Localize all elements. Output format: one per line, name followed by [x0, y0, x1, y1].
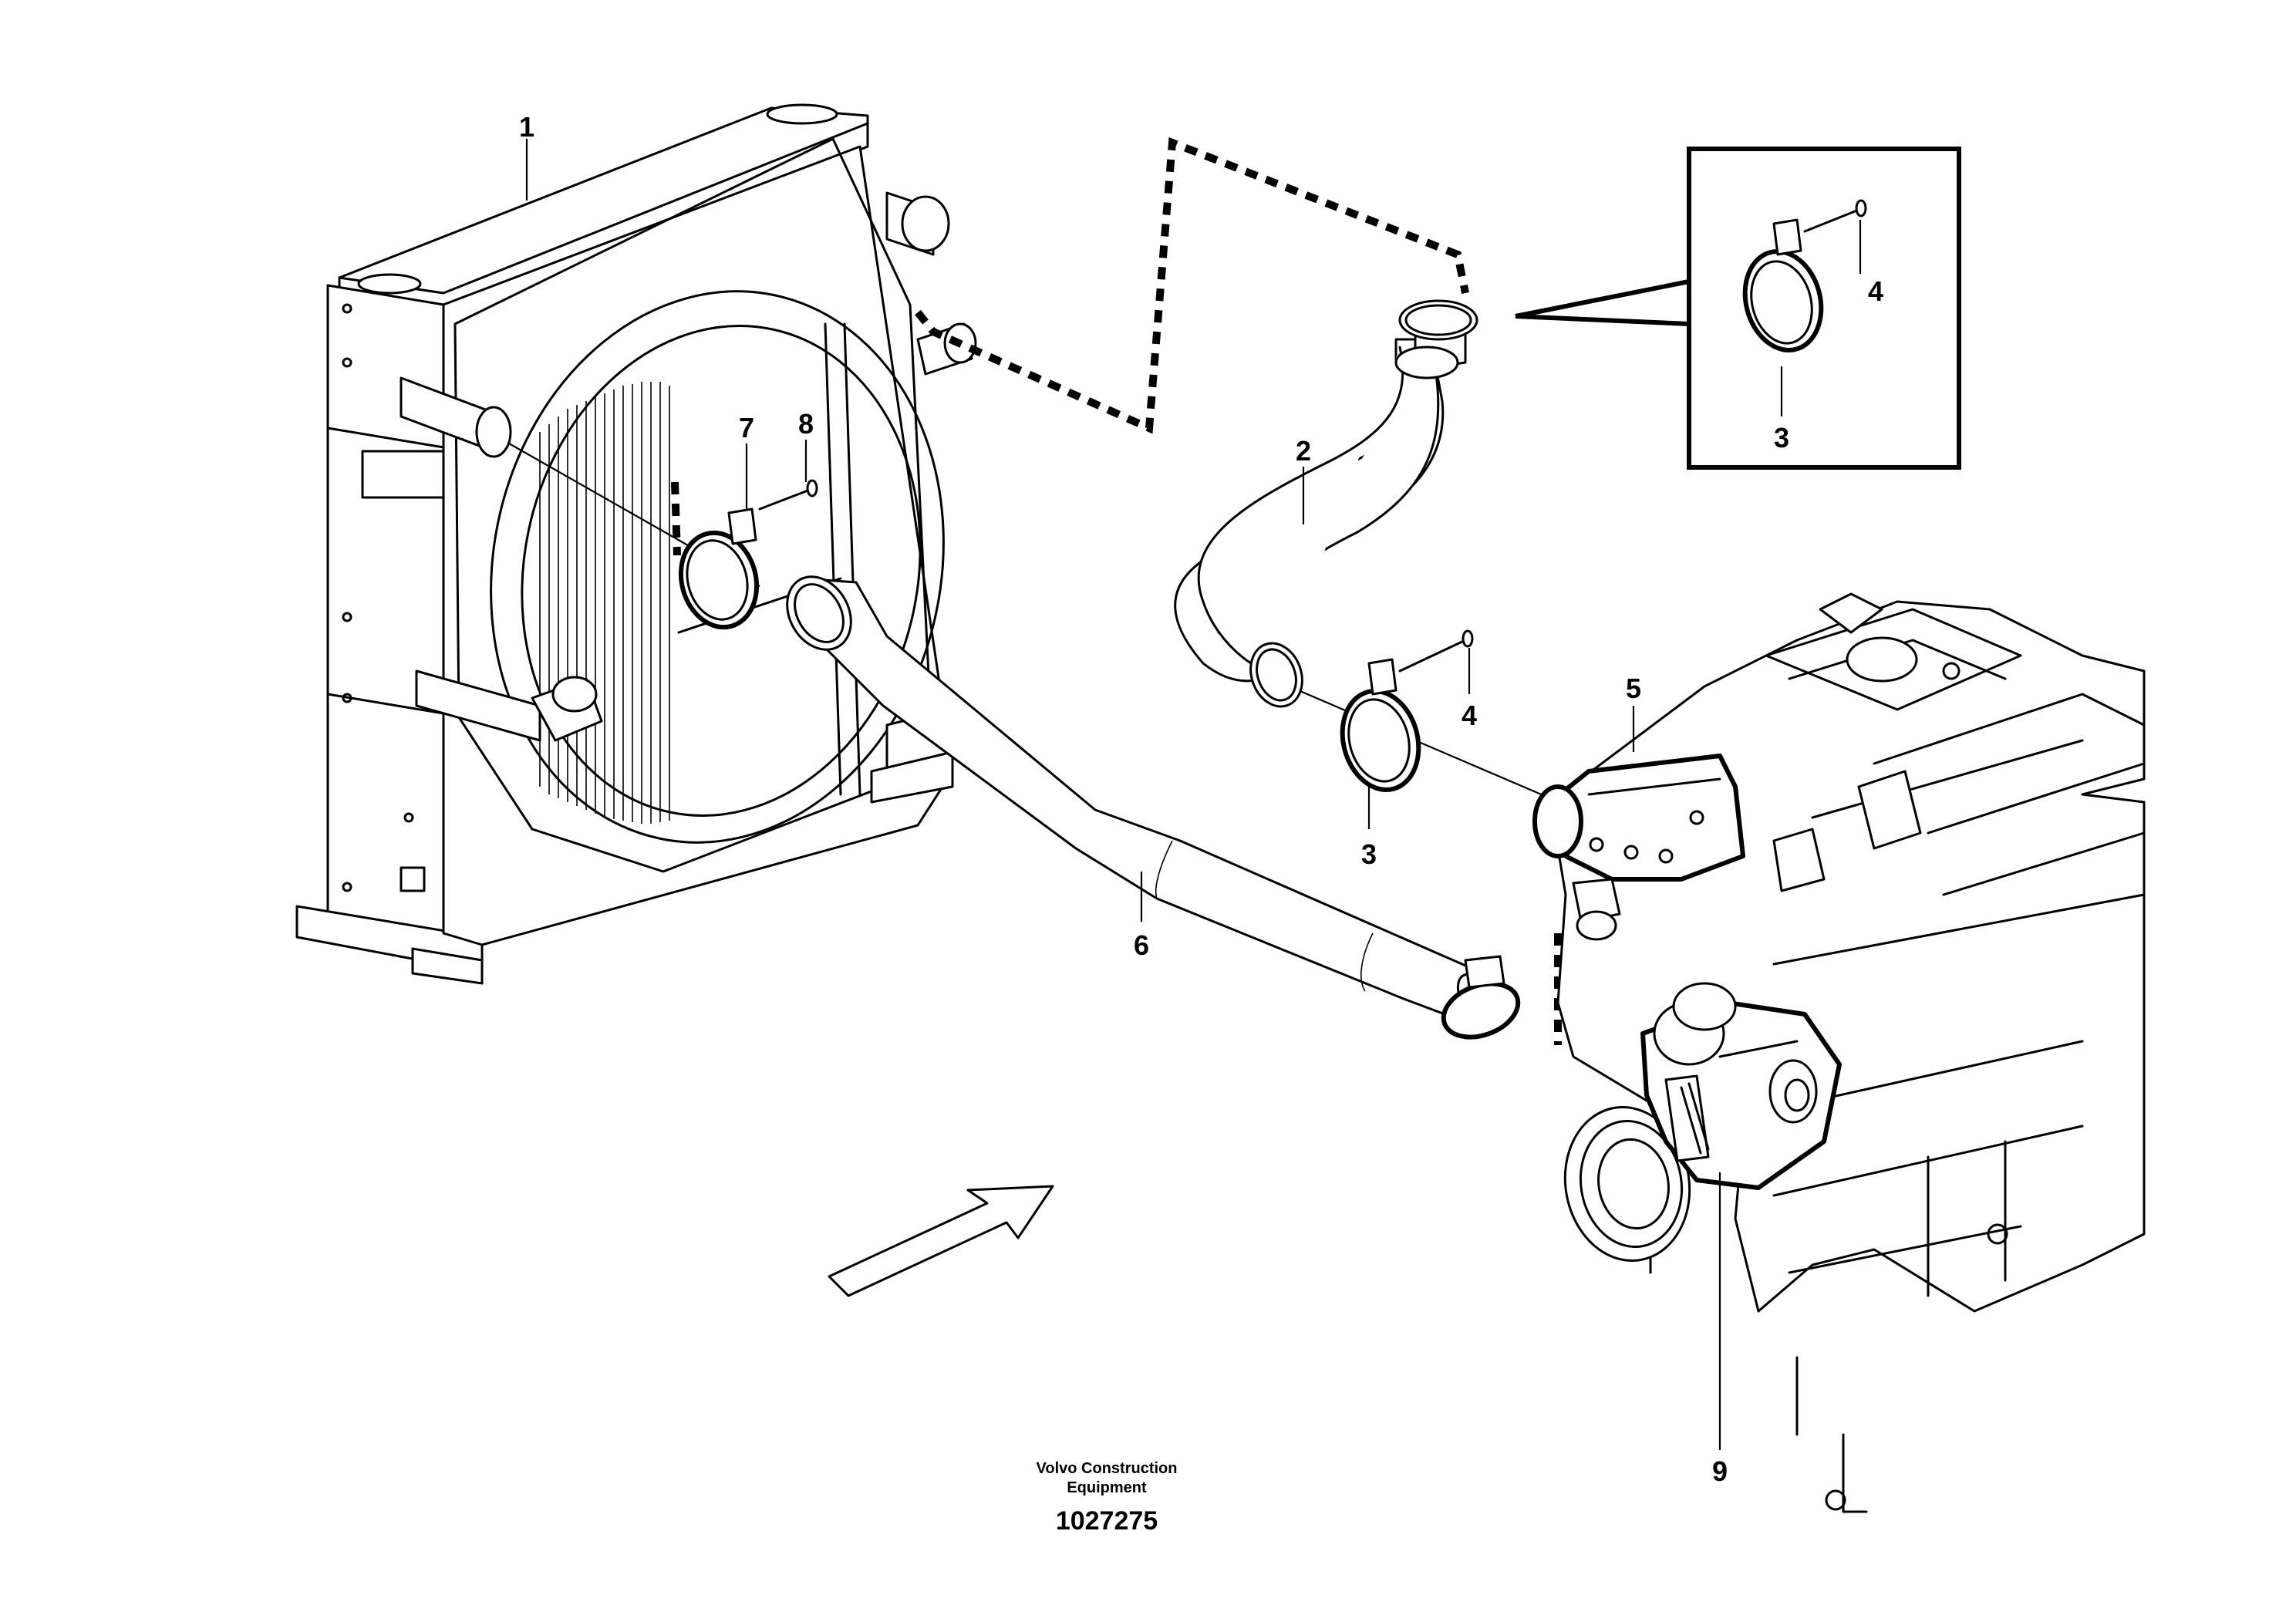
callout-4-main: 4 — [1462, 700, 1477, 731]
callout-7: 7 — [739, 412, 754, 443]
callout-leaders — [525, 139, 1862, 1450]
callout-5: 5 — [1626, 673, 1641, 704]
direction-arrow — [828, 1185, 1054, 1297]
callout-2: 2 — [1296, 435, 1311, 467]
callout-4-detail: 4 — [1868, 275, 1883, 307]
footer-block: Volvo Construction Equipment 1027275 — [1037, 1460, 1178, 1536]
callout-3-main: 3 — [1361, 838, 1377, 870]
callout-1: 1 — [519, 111, 534, 143]
callout-9: 9 — [1712, 1455, 1728, 1487]
hose-clamps — [678, 479, 1521, 1040]
callout-8: 8 — [798, 408, 814, 440]
routing-dashed-lines — [671, 137, 1562, 1045]
company-name-line1: Volvo Construction — [1037, 1460, 1178, 1477]
callout-labels: 1 2 3 3 4 4 5 6 7 8 9 — [519, 111, 1883, 1487]
upper-hose-2 — [1174, 299, 1478, 708]
company-name-line2: Equipment — [1067, 1479, 1147, 1496]
detail-inset — [1515, 147, 1961, 470]
radiator-assembly — [295, 103, 977, 985]
callout-6: 6 — [1134, 929, 1149, 961]
thermostat-housing-5 — [1532, 754, 1745, 941]
figure-number: 1027275 — [1056, 1506, 1158, 1536]
engine-assembly — [1549, 592, 2146, 1513]
callout-3-detail: 3 — [1774, 422, 1789, 454]
water-pump-9 — [1640, 982, 1842, 1190]
